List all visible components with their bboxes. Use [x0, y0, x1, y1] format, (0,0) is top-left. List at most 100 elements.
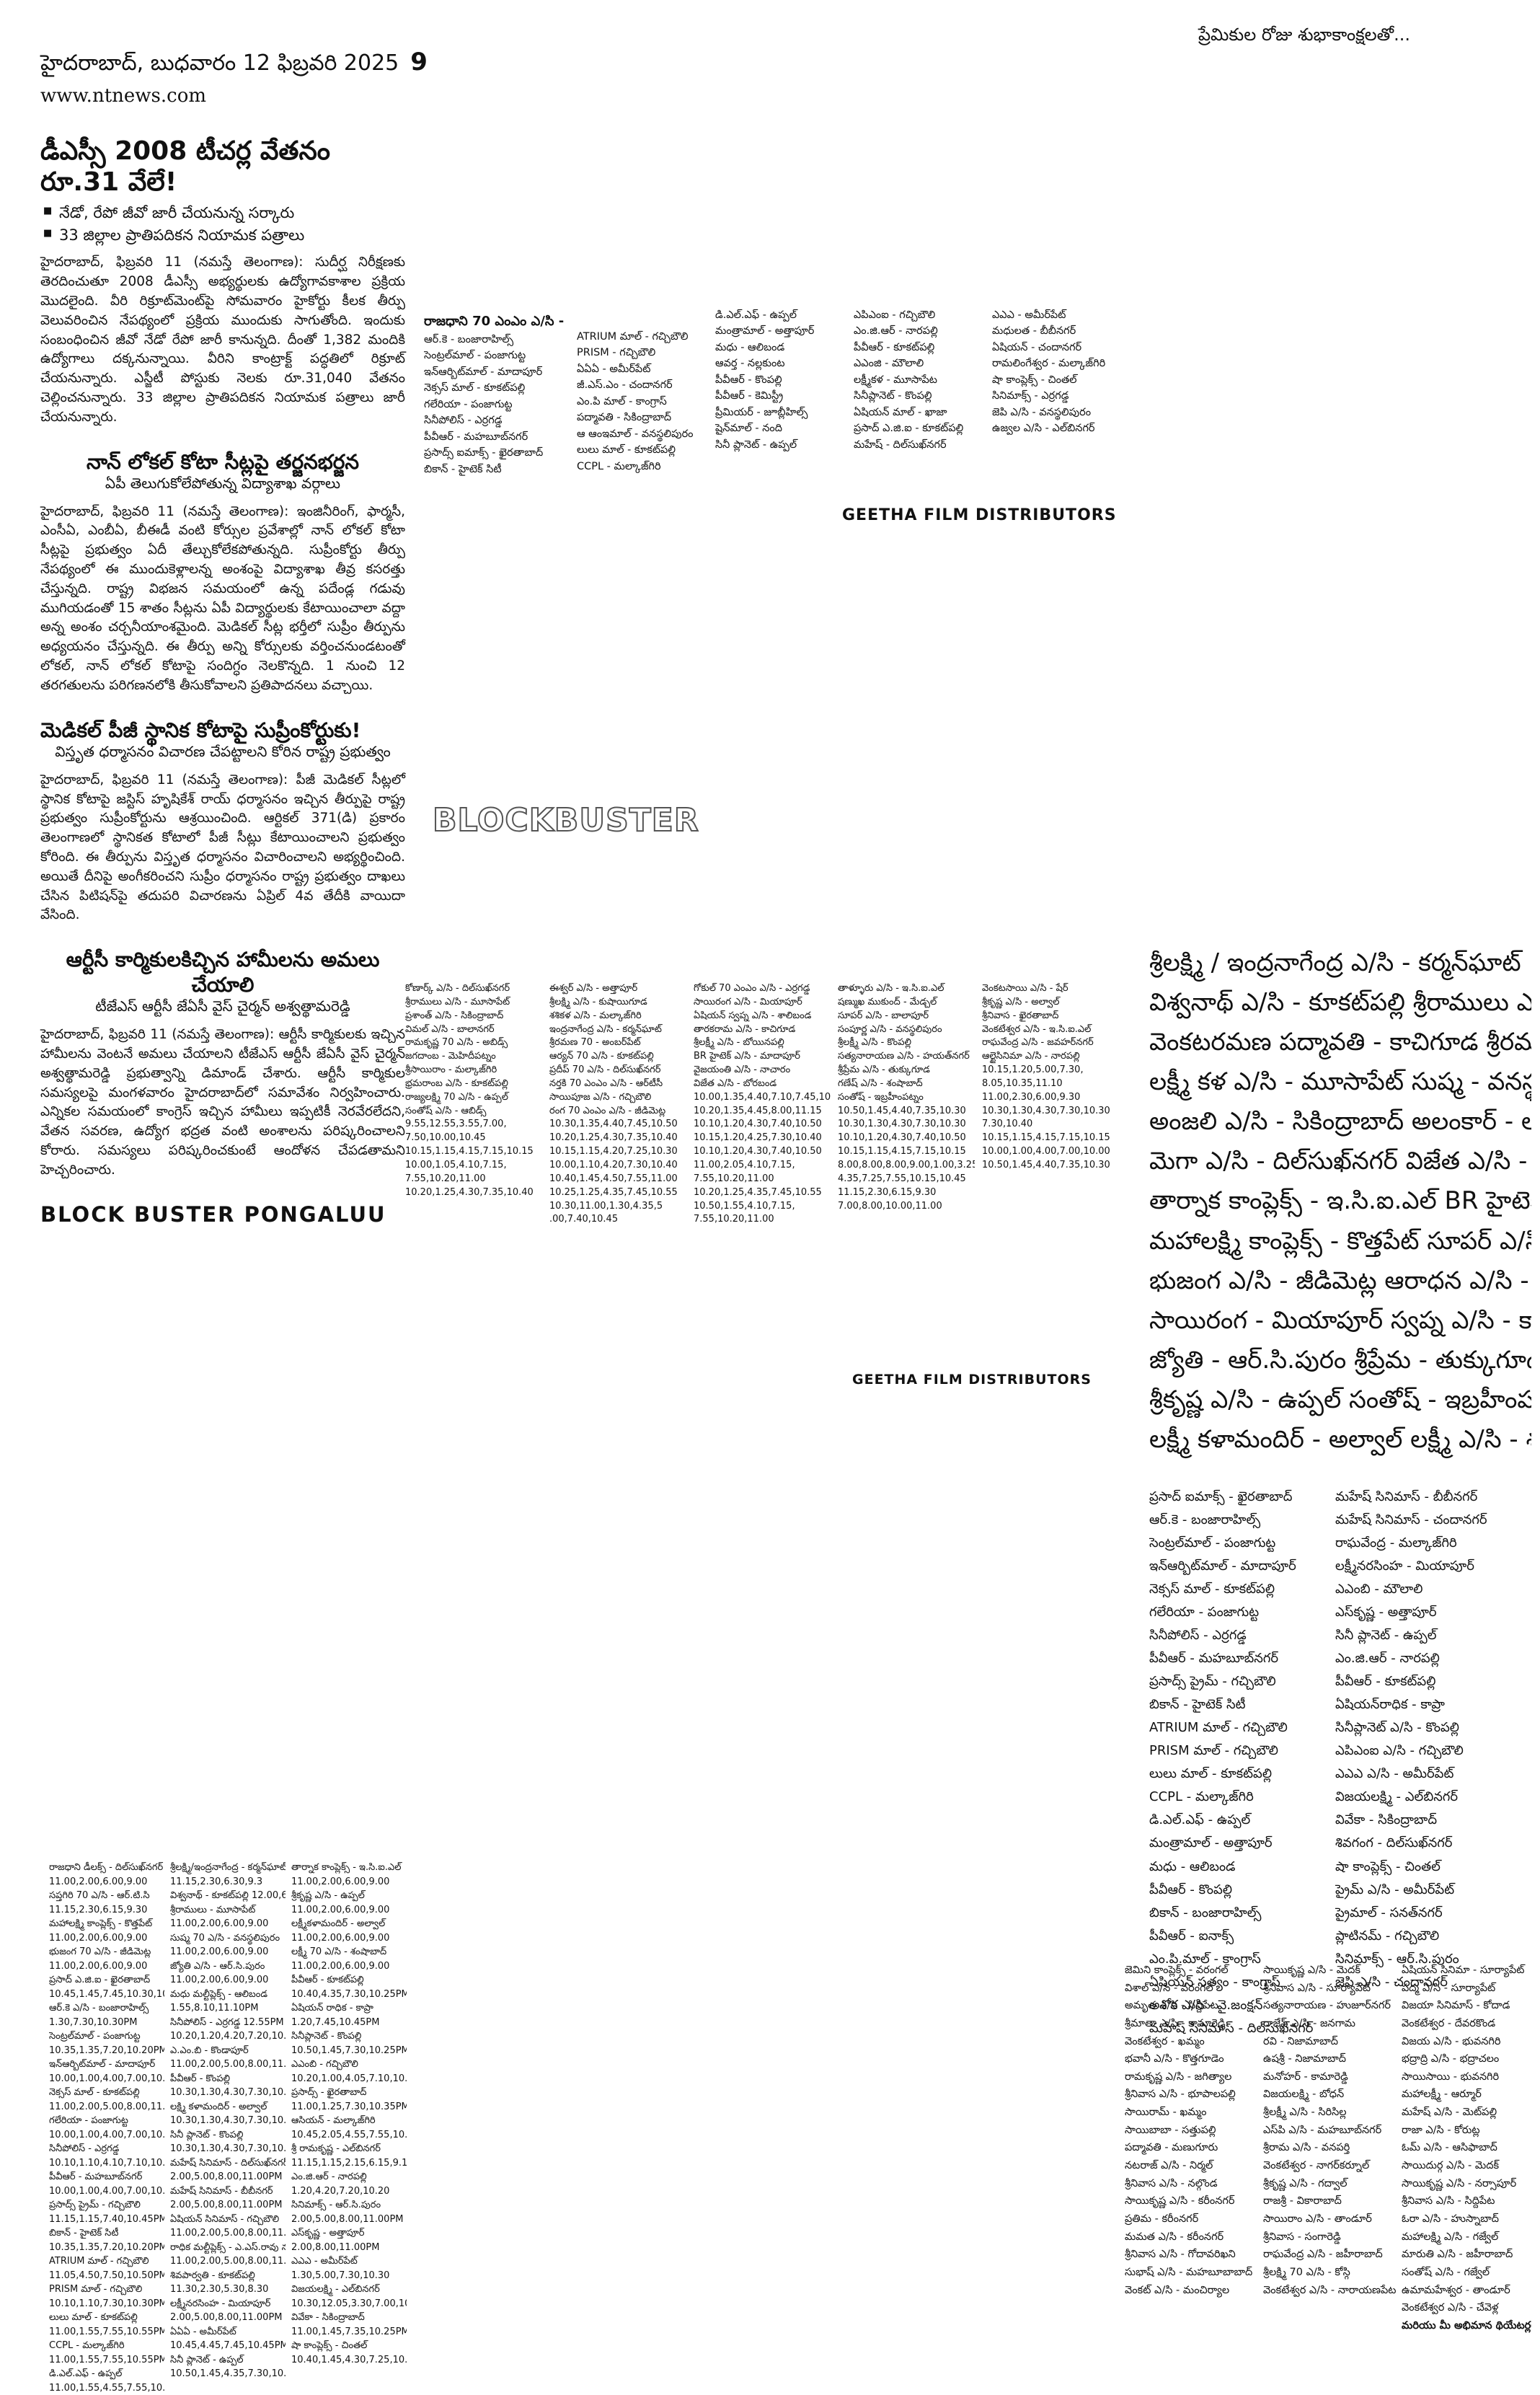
- bottom-left-col3: తార్నాక కాంప్లెక్స్ - ఇ.సి.ఐ.ఎల్ 11.00,2…: [291, 1861, 407, 2367]
- showtimes: 10.15,1.15,4.15,7.15,10.15: [838, 1145, 975, 1159]
- listing-entry: కోణార్క్ ఎ/సి - దిల్‌సుఖ్‌నగర్: [405, 982, 542, 996]
- listing-entry: సంతోష్ - ఇబ్రహీంపట్నం: [838, 1091, 975, 1105]
- listing-entry: ఎ.ఎం.బి - కొండాపూర్: [170, 2044, 286, 2058]
- listing-b-col3: గోకుల్ 70 ఎంఎం ఎ/సి - ఎర్రగడ్డ సాయిరంగ ఎ…: [694, 982, 831, 1227]
- listing-entry: సినీపోలిస్ - ఎర్రగడ్డ 12.55PM: [170, 2016, 286, 2030]
- listing-entry: రాఘవేంద్ర ఎ/సి - జవహర్‌నగర్: [982, 1036, 1119, 1050]
- listing-entry: ఆర్.కె ఎ/సి - బంజారాహిల్స్: [49, 2001, 164, 2016]
- listing-entry: సుష్మ 70 ఎ/సి - వనస్థలిపురం: [170, 1931, 286, 1946]
- listing-entry: లక్ష్మీకళామందిర్ - అల్వాల్: [291, 1917, 407, 1931]
- listing-entry: మంత్రామాల్ - అత్తాపూర్: [715, 323, 845, 339]
- showtimes: 10.00,1.35,4.40,7.10,7.45,10.50: [694, 1091, 831, 1105]
- listing-entry: ఎఎంబి - మౌలాలి: [1335, 1578, 1531, 1601]
- bottom-left-col2: శ్రీలక్ష్మి/ఇంద్రనాగేంద్ర - కర్మన్‌ఘాట్ …: [170, 1861, 286, 2381]
- listing-entry: సెంట్రల్‌మాల్ - పంజాగుట్ట: [424, 348, 568, 363]
- listing-entry: లక్ష్మీ ఎ/సి - శంషాబాద్: [1410, 1425, 1531, 1454]
- listing-entry: బికాన్ - బంజారాహిల్స్: [1149, 1902, 1329, 1925]
- listing-entry: 10.20,1.00,4.05,7.10,10.15: [291, 2072, 407, 2086]
- listing-entry: శ్రీప్రేమ - తుక్కుగూడ: [1354, 1346, 1531, 1375]
- listing-entry: పీవీఆర్ - కొంపల్లి: [715, 372, 845, 388]
- listing-entry: మధులత - బీబీనగర్: [992, 323, 1122, 339]
- listing-entry: సుష్మ - వనస్థలిపురం: [1412, 1067, 1531, 1096]
- listing-entry: డి.ఎల్.ఎఫ్ - ఉప్పల్: [49, 2367, 164, 2381]
- listing-entry: మహేష్ సినిమాస్ - బీబీనగర్: [170, 2184, 286, 2199]
- listing-entry: ఇన్‌ఆర్బిట్‌మాల్ - మాదాపూర్: [424, 364, 568, 380]
- listing-entry: శ్రీరాములు - మూసాపేట్: [170, 1903, 286, 1918]
- listing-entry: భుజంగ 70 ఎ/సి - జీడిమెట్ల: [49, 1945, 164, 1959]
- listing-entry: లక్ష్మీకళ - మూసాపేట: [854, 372, 983, 388]
- showtimes: .00,7.40,10.45: [549, 1213, 686, 1227]
- listing-entry: ఈశ్వర్ ఎ/సి - అత్తాపూర్: [549, 982, 686, 996]
- listing-entry: ఏషియన్ స్వప్న ఎ/సి - శాలిబండ: [694, 1010, 831, 1023]
- listing-entry: ఏషియన్ సినిమాస్ - గచ్చిబౌలి: [170, 2213, 286, 2227]
- listing-entry: ప్లాటినమ్ - గచ్చిబౌలి: [1335, 1925, 1531, 1948]
- listing-b-distributor: GEETHA FILM DISTRIBUTORS: [852, 1372, 1092, 1388]
- listing-entry: శ్రీలక్ష్మీ ఎ/సి - సిరిసిల్ల: [1263, 2104, 1397, 2122]
- listing-entry: లులు మాల్ - కూకట్‌పల్లి: [1149, 1763, 1329, 1786]
- listing-entry: శ్రీమాతా ఎ/సి - కామారెడ్డి: [1125, 2015, 1259, 2033]
- listing-entry: 11.00,1.55,7.55,10.55PM: [49, 2325, 164, 2339]
- showtimes: 10.20,1.35,4.45,8.00,11.15: [694, 1105, 831, 1119]
- listing-entry: శ్రీకృష్ణ ఎ/సి - అల్వాల్: [982, 996, 1119, 1010]
- listing-entry: ఎఎంజి - మౌలాలి: [854, 356, 983, 371]
- right-small-listing-left: ప్రసాద్ ఐమాక్స్ - ఖైరతాబాద్ ఆర్.కె - బంజ…: [1149, 1486, 1329, 2040]
- listing-entry: సాయిరంగ - మియాపూర్: [1149, 1306, 1383, 1335]
- website-link[interactable]: www.ntnews.com: [40, 85, 206, 107]
- listing-entry: అలంకార్ - లంగర్‌హౌస్: [1412, 1107, 1531, 1136]
- listing-entry: 10.45,4.45,7.45,10.45PM: [170, 2339, 286, 2353]
- listing-entry: వెంకటేశ్వర - ఖమ్మం: [1125, 2033, 1259, 2051]
- story2-kicker: ఏపీ తెలుగుకోలేపోతున్న విద్యాశాఖ వర్గాలు: [40, 475, 405, 495]
- listing-entry: ఆర్యన్ 70 ఎ/సి - కూకట్‌పల్లి: [549, 1050, 686, 1064]
- listing-entry: శ్రీనివాస ఎ/సి - భూపాలపల్లి: [1125, 2086, 1259, 2104]
- listing-entry: మధు - ఆలిబండ: [1149, 1856, 1329, 1879]
- showtimes: 7.55,10.20,11.00: [694, 1213, 831, 1227]
- showtimes: 10.30,1.30,4.30,7.30,10.30: [838, 1118, 975, 1132]
- listing-entry: ఉజ్వల ఎ/సి - ఎల్‌బినగర్: [992, 420, 1122, 436]
- showtimes: 10.15,1.15,4.15,7.15,10.15: [405, 1145, 542, 1159]
- listing-entry: ప్రీమియర్ - జూబ్లీహిల్స్: [715, 405, 845, 420]
- listing-entry: CCPL - మల్కాజ్‌గిరి: [49, 2339, 164, 2353]
- listing-entry: షణ్ముఖ ముకుంద్ - మేడ్చల్: [838, 996, 975, 1010]
- listing-entry: సత్యనారాయణ - హుజూర్‌నగర్: [1263, 1997, 1397, 2015]
- listing-entry: లక్ష్మీనరసింహ - మియాపూర్: [170, 2297, 286, 2311]
- listing-entry: 11.05,4.50,7.50,10.50PM: [49, 2269, 164, 2283]
- listing-entry: విమల్ ఎ/సి - బాలానగర్: [405, 1023, 542, 1037]
- listing-entry: ఓరా ఎ/సి - హుస్నాబాద్: [1402, 2210, 1531, 2228]
- listing-entry: 11.00,2.00,6.00,9.00: [291, 1959, 407, 1974]
- listing-entry: ప్రతిమ - కరీంనగర్: [1125, 2210, 1259, 2228]
- listing-entry: సప్తగిరి 70 ఎ/సి - ఆర్.టి.సి: [49, 1889, 164, 1903]
- story2-headline: నాన్ లోకల్ కోటా సీట్లపై తర్జనభర్జన: [40, 449, 405, 475]
- listing-entry: వెంకటేశ్వర ఎ/సి - ఇ.సి.ఐ.ఎల్: [982, 1023, 1119, 1037]
- listing-entry: 2.00,5.00,8.00,11.00PM: [170, 2170, 286, 2184]
- listing-entry: ప్రసాద్ ఎ.జి.ఐ - కూకట్‌పల్లి: [854, 420, 983, 436]
- listing-entry: శ్రీరాములు ఎ/సి - మూసాపేట్: [1413, 988, 1531, 1017]
- listing-entry: సినీపోలిస్ - ఎర్రగడ్డ: [1149, 1624, 1329, 1647]
- valentine-banner: ప్రేమికుల రోజు శుభాకాంక్షలతో...: [1198, 25, 1410, 49]
- listing-entry: 10.35,1.35,7.20,10.20PM: [49, 2044, 164, 2058]
- listing-entry: సాయికృష్ణ ఎ/సి - కరీంనగర్: [1125, 2192, 1259, 2210]
- showtimes: 10.20,1.25,4.35,7.45,10.55: [694, 1186, 831, 1200]
- listing-entry: శ్రీరాములు ఎ/సి - మూసాపేట్: [405, 996, 542, 1010]
- listing-entry: సినిమాక్స్ - ఆర్.సి.పురం: [291, 2198, 407, 2213]
- listing-entry: శ్రీనివాస ఎ/సి - గోదావరిఖని: [1125, 2246, 1259, 2264]
- news-column: డీఎస్సీ 2008 టీచర్ల వేతనం రూ.31 వేలే! నే…: [40, 136, 405, 1227]
- listing-entry: వెంకట్ ఎ/సి - మంచిర్యాల: [1125, 2282, 1259, 2300]
- listing-entry: 2.00,8.00,11.00PM: [291, 2241, 407, 2255]
- listing-entry: రాజధాని డీలక్స్ - దిల్‌సుఖ్‌నగర్: [49, 1861, 164, 1875]
- listing-entry: డి.ఎల్.ఎఫ్ - ఉప్పల్: [1149, 1809, 1329, 1832]
- listing-entry: సుభాష్ ఎ/సి - మహబూబాబాద్: [1125, 2264, 1259, 2282]
- listing-entry: జెపి ఎ/సి - వనస్థలిపురం: [992, 405, 1122, 420]
- listing-entry: ఆర్.కె - బంజారాహిల్స్: [1149, 1509, 1329, 1532]
- listing-entry: శ్రీనివాస ఎ/సి - సిద్దిపేట: [1402, 2192, 1531, 2210]
- listing-entry: మధు - ఆలిబండ: [715, 340, 845, 356]
- listing-entry: ఆర్.కె - బంజారాహిల్స్: [424, 332, 568, 348]
- listing-entry: శ్రీ రామకృష్ణ - ఎల్‌బినగర్: [291, 2142, 407, 2156]
- listing-entry: ప్రసాద్ ఐమాక్స్ - ఖైరతాబాద్: [1149, 1486, 1329, 1509]
- listing-entry: ఎం.జి.ఆర్ - నారపల్లి: [291, 2170, 407, 2184]
- listing-entry: ఏషియన్ రాధిక - కాప్రా: [291, 2001, 407, 2016]
- showtimes: 10.15,1.20,4.25,7.30,10.40: [694, 1132, 831, 1145]
- listing-entry: ఓమ్ ఎ/సి - ఆసిఫాబాద్: [1402, 2139, 1531, 2157]
- listing-entry: ఏఏఏ - అమీర్‌పేట్: [170, 2325, 286, 2339]
- listing-entry: 11.00,1.45,7.35,10.25PM: [291, 2325, 407, 2339]
- showtimes: 10.00,1.10,4.20,7.30,10.40: [549, 1159, 686, 1173]
